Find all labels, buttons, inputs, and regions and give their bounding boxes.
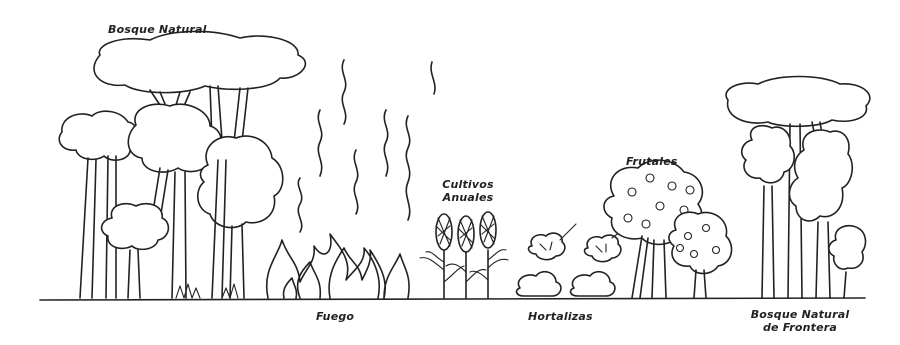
vegetables-group	[517, 224, 628, 296]
trunk	[762, 186, 774, 298]
ground-line	[40, 298, 865, 300]
fruit-canopy	[669, 212, 732, 273]
vegetable-plant	[571, 272, 615, 296]
trunk	[128, 250, 140, 298]
trunk	[844, 272, 846, 298]
vegetable-plant	[585, 235, 621, 262]
trunk	[816, 222, 830, 298]
smoke-wisp	[354, 150, 357, 214]
corn-cob	[436, 214, 452, 250]
smoke-wisp	[298, 178, 301, 232]
label-cultivos-line2: Anuales	[436, 191, 500, 204]
vegetable-plant	[517, 272, 561, 296]
label-hortalizas: Hortalizas	[528, 310, 593, 323]
label-fuego: Fuego	[316, 310, 354, 323]
round-canopy	[59, 111, 138, 160]
smoke-wisp	[431, 62, 435, 94]
frontier-forest-group	[726, 77, 870, 299]
corn-cob	[480, 212, 496, 248]
corn-leaf	[420, 250, 508, 282]
label-frontera-line2: de Frontera	[748, 321, 852, 334]
flame	[267, 234, 380, 298]
trunk	[172, 172, 186, 298]
natural-forest-group	[59, 31, 305, 298]
label-frontera-line1: Bosque Natural	[748, 308, 852, 321]
label-cultivos-line1: Cultivos	[436, 178, 500, 191]
large-canopy	[94, 31, 305, 92]
flame	[283, 278, 296, 298]
fruit-trees-group	[604, 160, 732, 298]
corn-crops-group	[420, 212, 508, 298]
trunk	[694, 270, 706, 298]
smoke-wisp	[384, 110, 387, 176]
vegetable-stem	[560, 224, 576, 240]
round-canopy	[742, 126, 795, 183]
trunk	[80, 158, 96, 298]
label-cultivos-anuales: Cultivos Anuales	[436, 178, 500, 204]
smoke-wisp	[318, 110, 321, 176]
trunk	[632, 236, 648, 298]
label-bosque-natural: Bosque Natural	[108, 23, 207, 36]
smoke-wisp	[406, 116, 409, 220]
small-canopy	[829, 226, 866, 269]
label-bosque-frontera: Bosque Natural de Frontera	[748, 308, 852, 334]
smoke-wisp	[342, 60, 345, 124]
small-canopy	[102, 204, 169, 250]
label-frutales: Frutales	[626, 155, 678, 168]
trunk	[652, 240, 666, 298]
corn-cob	[458, 216, 474, 252]
vegetable-plant	[529, 233, 565, 260]
flame	[384, 254, 409, 298]
large-canopy	[726, 77, 870, 127]
round-canopy	[789, 130, 852, 221]
trunk	[230, 224, 244, 298]
fire-group	[267, 60, 435, 298]
round-canopy	[198, 136, 283, 228]
